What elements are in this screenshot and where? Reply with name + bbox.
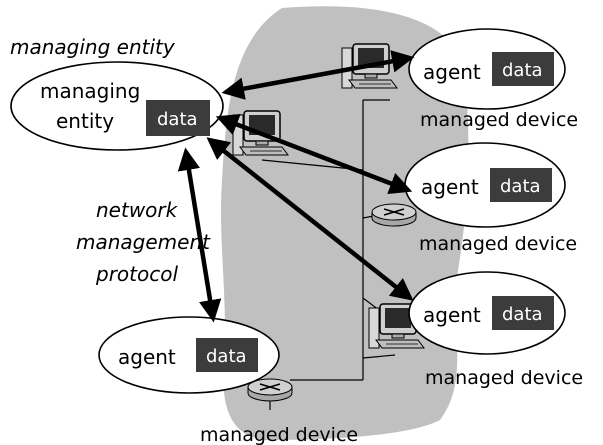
router-icon <box>371 203 417 227</box>
managed-device-label: managed device <box>425 367 583 389</box>
agent-label: agent <box>118 345 176 369</box>
managed-device-label: managed device <box>419 233 577 255</box>
protocol-label-line2: management <box>76 230 211 254</box>
data-box <box>196 338 258 372</box>
data-label: data <box>206 346 247 367</box>
arrow-to-lower-agent <box>206 137 414 301</box>
data-box <box>146 100 210 136</box>
data-label: data <box>157 109 198 130</box>
protocol-label-line3: protocol <box>95 262 178 286</box>
data-box <box>492 52 554 86</box>
managed-device-label: managed device <box>200 424 358 445</box>
data-box <box>492 296 554 330</box>
agent-label: agent <box>423 60 481 84</box>
data-label: data <box>500 176 541 197</box>
router-icon <box>247 378 293 402</box>
agent-label: agent <box>423 303 481 327</box>
agent-label: agent <box>421 175 479 199</box>
protocol-arrows <box>177 50 415 323</box>
data-label: data <box>502 60 543 81</box>
data-box <box>490 168 552 202</box>
data-label: data <box>502 304 543 325</box>
protocol-label-line1: network <box>96 198 179 222</box>
agent-node <box>408 271 566 355</box>
managing-entity-label-line1: managing <box>40 79 140 103</box>
arrow-to-top-agent <box>221 50 415 100</box>
arrow-to-bottom-agent <box>177 147 222 323</box>
managing-entity-label-line2: entity <box>56 109 114 133</box>
managing-entity-caption: managing entity <box>10 35 176 59</box>
managed-device-label: managed device <box>420 109 578 131</box>
